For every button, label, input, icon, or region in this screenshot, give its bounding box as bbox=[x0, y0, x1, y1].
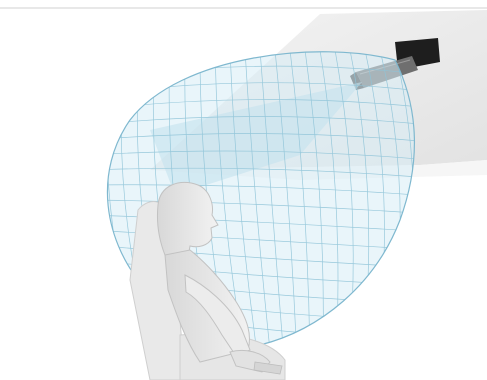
airbag-illustration bbox=[0, 0, 487, 380]
illustration-scene bbox=[0, 0, 487, 380]
